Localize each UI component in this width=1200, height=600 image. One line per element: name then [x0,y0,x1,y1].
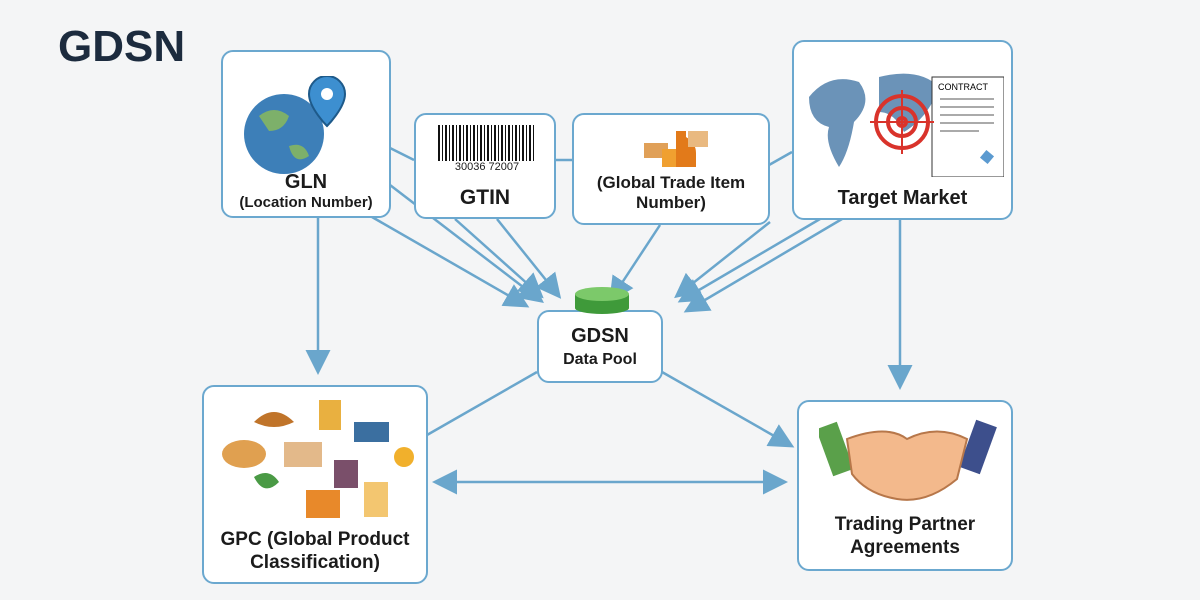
barcode-digits: 30036 72007 [438,161,536,173]
pool-title: GDSN [571,325,629,347]
product-categories-icon [222,400,414,518]
link-desc-target [768,150,793,167]
arrow-gln-pool-2 [371,215,530,308]
arrow-target-pool-2 [683,217,843,313]
arrow-target-pool [677,217,821,303]
node-gtin: 30036 72007 GTIN [414,113,556,219]
node-target-market: CONTRACT Target Market [792,40,1013,220]
target-title: Target Market [837,187,968,209]
gpc-title: GPC (Global Product Classification) [220,529,410,573]
gln-subtitle: (Location Number) [239,194,373,211]
arrow-desc-pool-2 [674,221,771,299]
products-icon [644,131,708,167]
arrow-gtin-pool [454,218,544,299]
arrow-pool-tpa [661,370,795,448]
gln-title: GLN [284,171,328,193]
link-pool-gpc [426,370,538,437]
tpa-title: Trading Partner Agreements [834,514,976,558]
handshake-icon [819,419,997,501]
contract-label: CONTRACT [938,82,988,92]
link-gln-gtin [389,146,415,162]
node-trading-partner: Trading Partner Agreements [797,400,1013,571]
target-map-contract-icon: CONTRACT [809,73,1004,177]
barcode-icon [438,125,536,163]
node-gtin-description: (Global Trade Item Number) [572,113,770,225]
arrow-desc-pool [609,224,662,303]
gtin-title: GTIN [459,186,511,209]
gtin-desc-title: (Global Trade Item Number) [596,173,746,213]
node-gpc: GPC (Global Product Classification) [202,385,428,584]
page-title: GDSN [58,22,186,71]
globe-pin-icon [244,76,347,174]
node-gln: GLN (Location Number) [221,50,391,218]
pool-subtitle: Data Pool [563,351,637,368]
database-icon [575,287,629,314]
node-data-pool: GDSN Data Pool [537,287,663,383]
arrow-gtin-pool-2 [496,218,562,299]
